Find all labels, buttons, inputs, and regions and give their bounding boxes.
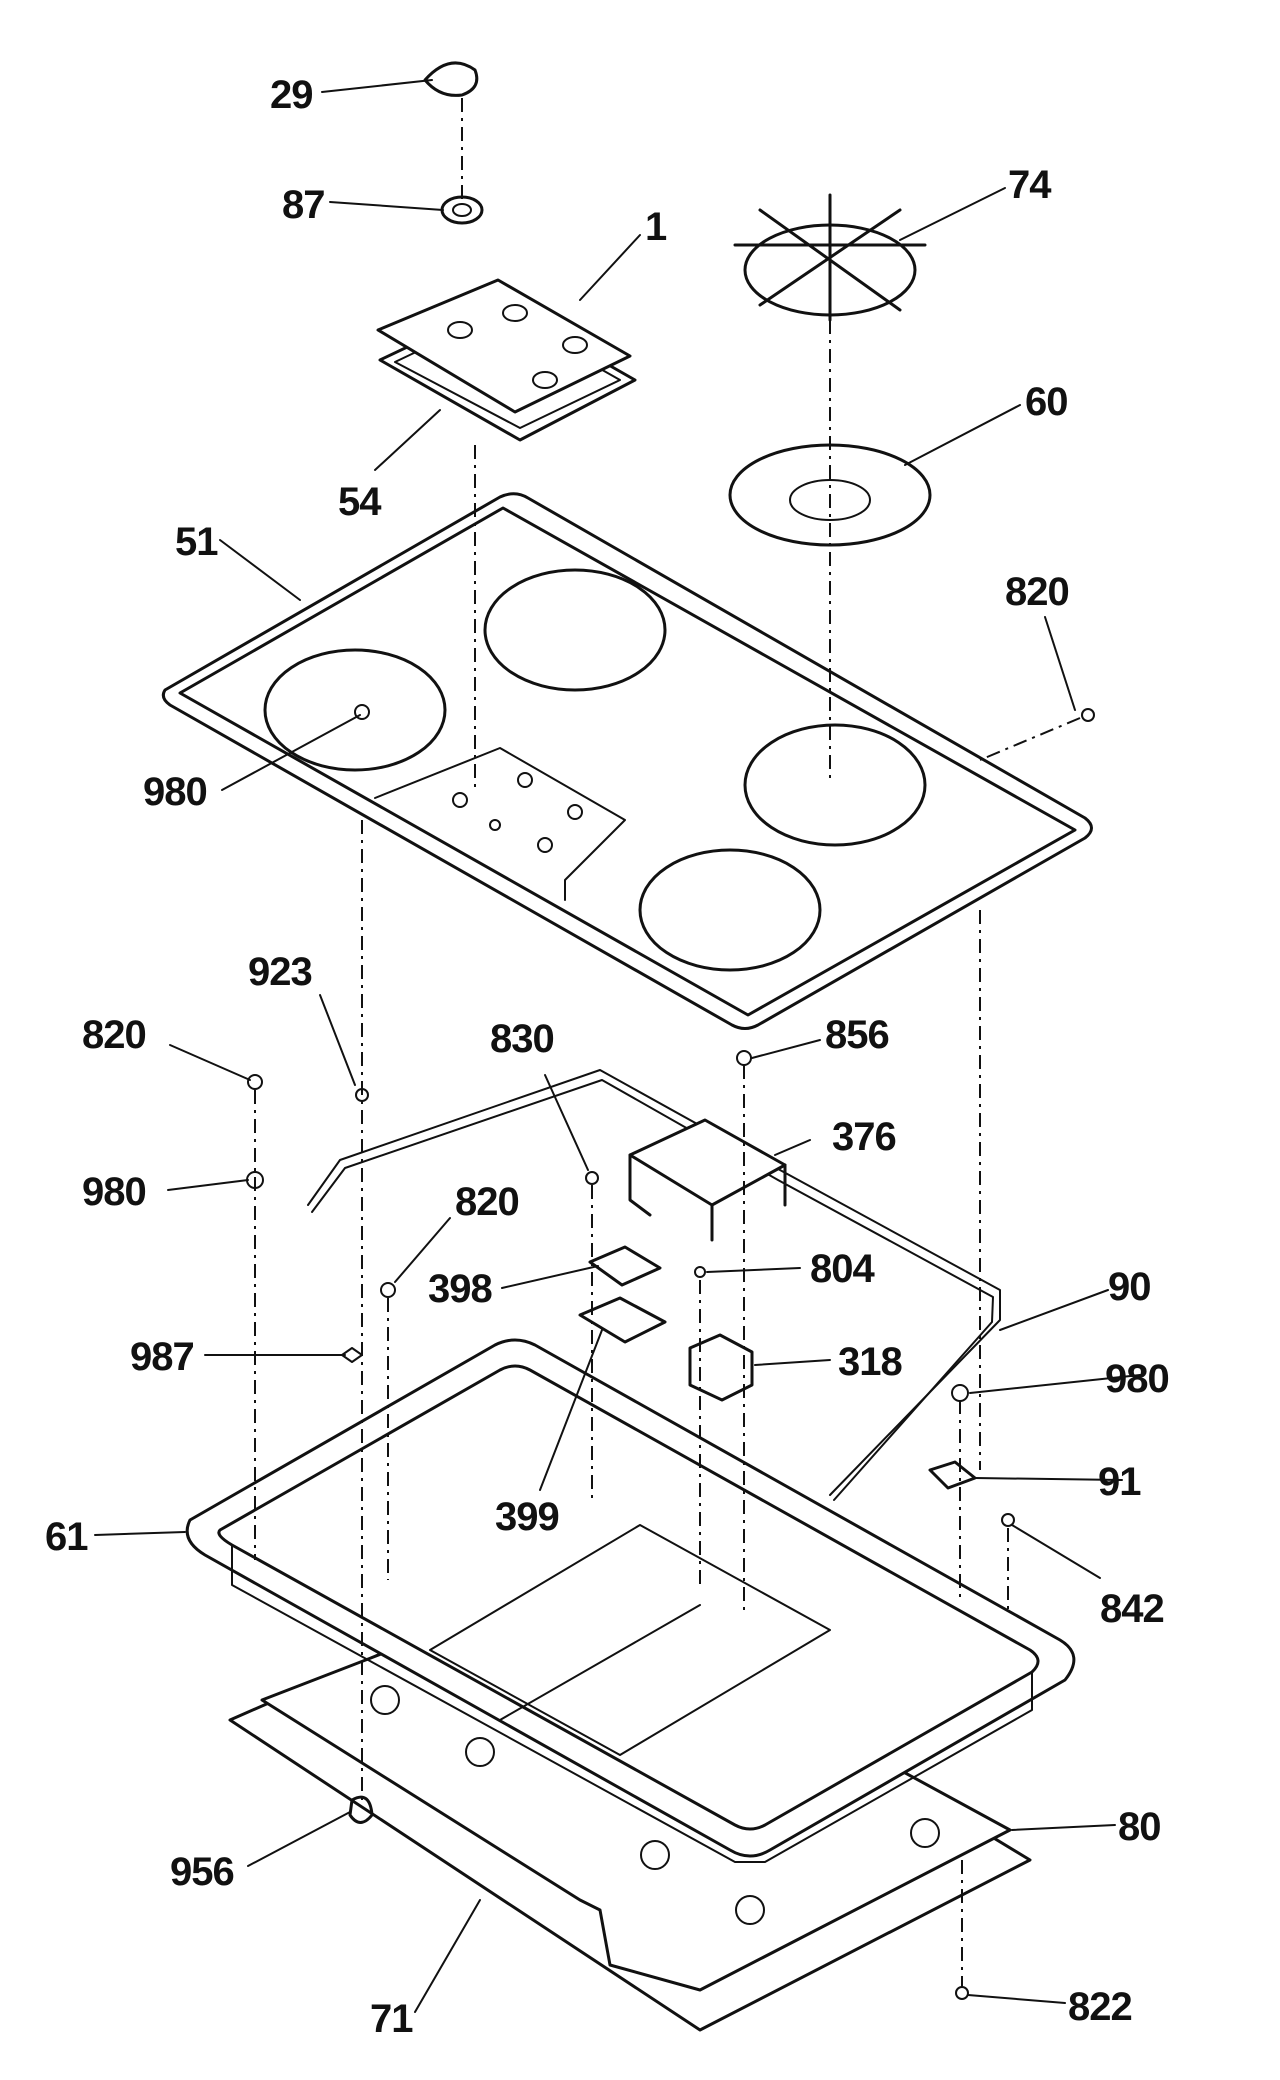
callout-61: 61 [45,1515,88,1559]
callout-980-left: 980 [82,1170,146,1214]
callout-820-left: 820 [82,1013,146,1057]
callout-60: 60 [1025,380,1068,424]
callout-80: 80 [1118,1805,1161,1849]
callout-74: 74 [1008,163,1052,207]
knob-29 [423,61,479,97]
callout-1: 1 [645,205,667,249]
callout-980-right: 980 [1105,1357,1169,1401]
callout-54: 54 [338,480,382,524]
bracket-398 [588,1245,662,1287]
callout-956: 956 [170,1850,234,1894]
callout-51: 51 [175,520,218,564]
bracket-91 [928,1460,977,1490]
callout-804: 804 [810,1247,875,1291]
callout-822: 822 [1068,1985,1132,2029]
callout-842: 842 [1100,1587,1164,1631]
assembly-lines [254,98,1081,1988]
callout-376: 376 [832,1115,896,1159]
bracket-399 [578,1296,667,1344]
tube-90 [307,1069,1001,1501]
callout-830: 830 [490,1017,554,1061]
callout-398: 398 [428,1267,492,1311]
module-318 [688,1333,754,1402]
cooktop-51 [161,492,1093,1030]
burner-box-61 [185,1338,1076,1863]
grate-74 [733,193,927,322]
callout-71: 71 [370,1997,413,2041]
control-plate-1 [376,278,632,414]
callout-980-top: 980 [143,770,207,814]
callout-87: 87 [282,183,325,227]
callout-987: 987 [130,1335,194,1379]
callout-399: 399 [495,1495,559,1539]
callout-90: 90 [1108,1265,1151,1309]
callout-29: 29 [270,73,313,117]
callout-820-mid: 820 [455,1180,519,1224]
shield-376 [628,1118,787,1242]
bezel-87 [440,195,484,225]
leader-lines [94,79,1141,2013]
callout-labels: 29 87 1 74 60 54 51 820 980 923 820 830 … [45,73,1170,2041]
callout-923: 923 [248,950,312,994]
callout-91: 91 [1098,1460,1141,1504]
callout-820-top: 820 [1005,570,1069,614]
callout-318: 318 [838,1340,902,1384]
callout-856: 856 [825,1013,889,1057]
